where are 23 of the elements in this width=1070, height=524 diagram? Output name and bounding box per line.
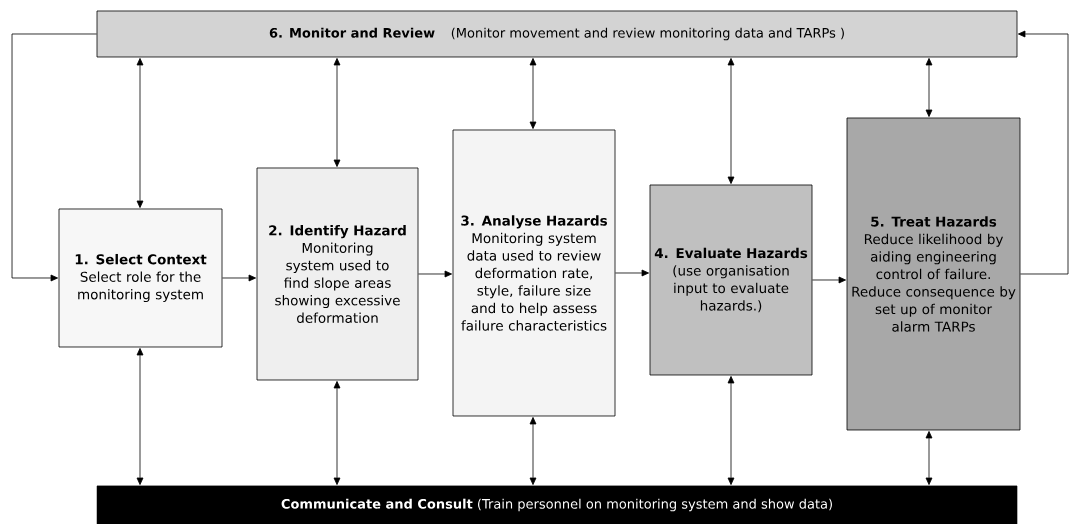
process-box: 2. Identify Hazard Monitoring system used to find slope areas showing excessive deformation: [256, 167, 419, 381]
arrow: [529, 58, 537, 129]
arrow: [333, 58, 341, 167]
process-box: 4. Evaluate Hazards (use organisation input to evaluate hazards.): [649, 184, 813, 376]
process-box: 1. Select Context Select role for the monitoring system: [58, 208, 223, 348]
monitor-bar: 6. Monitor and Review (Monitor movement and review monitoring data and TARPs ): [96, 10, 1018, 58]
arrow: [1018, 30, 1069, 275]
arrow: [925, 58, 933, 117]
arrow: [136, 58, 144, 208]
arrow: [11, 33, 98, 282]
process-box: 3. Analyse Hazards Monitoring system data used to review deformation rate, style, failure size and to help assess failure characteristics: [452, 129, 616, 417]
arrow: [222, 274, 256, 282]
arrow: [727, 58, 735, 184]
arrow: [615, 269, 649, 277]
arrow: [925, 431, 933, 485]
arrow: [812, 276, 846, 284]
process-box: 5. Treat Hazards Reduce likelihood by aiding engineering control of failure. Reduce consequence by set up of monitor alarm TARPs: [846, 117, 1021, 431]
arrow: [529, 417, 537, 485]
arrow: [333, 381, 341, 485]
arrow: [418, 270, 452, 278]
communicate-bar: Communicate and Consult (Train personnel on monitoring system and show data): [96, 485, 1018, 524]
arrow: [727, 376, 735, 485]
arrow: [136, 348, 144, 485]
